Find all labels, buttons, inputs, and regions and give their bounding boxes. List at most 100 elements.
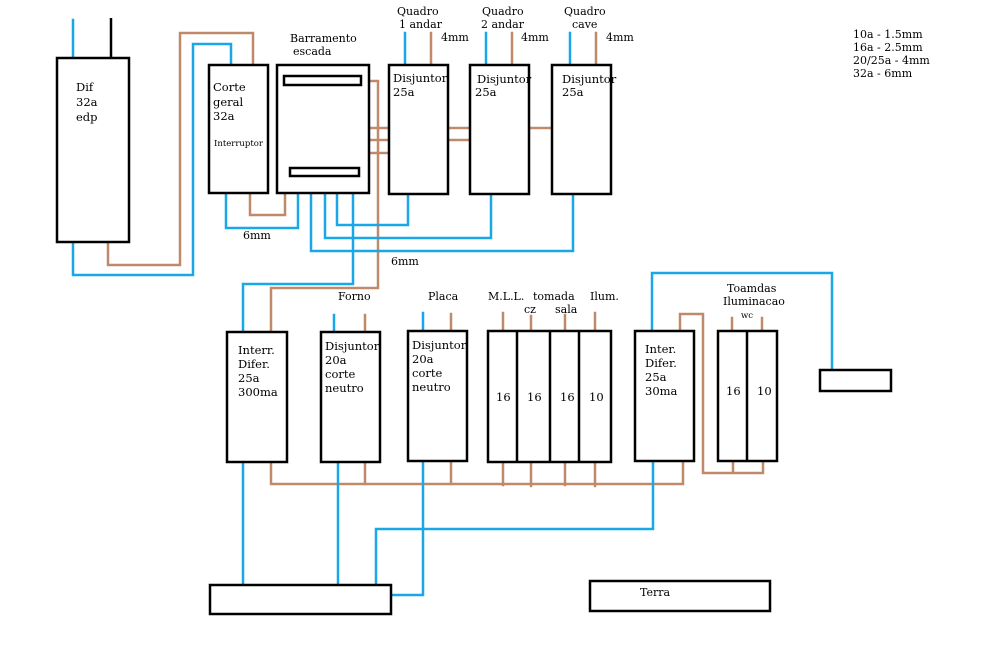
q2-title-2: 2 andar <box>481 18 525 31</box>
dif-to-corte-neutral-wire <box>71 42 233 277</box>
q2-body-2: 25a <box>475 85 497 99</box>
diff30-line-1: Inter. <box>645 342 676 356</box>
diff300-line-2: Difer. <box>238 357 270 371</box>
dif-line-1: Dif <box>76 80 94 94</box>
wc-title-2: Iluminacao <box>723 295 785 308</box>
bus-to-diff300-neutral <box>241 173 355 334</box>
diff30-to-aux-neutral <box>650 271 834 372</box>
q2-body-1: Disjuntor <box>477 72 532 86</box>
q1-title-1: Quadro <box>397 5 439 18</box>
circuit-values: 16 16 16 10 <box>496 390 604 404</box>
aux-box <box>818 368 893 393</box>
circuit-label-ilum: Ilum. <box>590 290 619 303</box>
circuit-value: 10 <box>589 390 604 404</box>
corte-to-bus-neutral-wire <box>224 173 300 230</box>
diff30-line-2: Difer. <box>645 356 677 370</box>
neutral-busbar <box>288 166 361 178</box>
forno-line-4: neutro <box>325 381 364 395</box>
placa-neutral-down <box>389 460 425 597</box>
dif-line-3: edp <box>76 110 98 124</box>
quadro-2-andar-box <box>468 63 531 196</box>
legend-item: 20/25a - 4mm <box>853 54 930 67</box>
bottom-phase-taps <box>363 460 597 488</box>
wc-labels: Toamdas Iluminacao wc 16 10 <box>723 282 785 398</box>
diff30-line-3: 25a <box>645 370 667 384</box>
corte-geral-box <box>207 63 270 195</box>
q1-title-2: 1 andar <box>399 18 443 31</box>
circuit-label-sala: sala <box>555 303 578 316</box>
diff30-to-wc-phase <box>678 312 765 475</box>
wire-size-6mm-label-2: 6mm <box>391 255 419 268</box>
placa-line-1: Disjuntor <box>412 338 467 352</box>
placa-body: Disjuntor 20a corte neutro <box>412 338 467 394</box>
cave-title-1: Quadro <box>564 5 606 18</box>
q1-body-1: Disjuntor <box>393 71 448 85</box>
inter-difer-30-label: Inter. Difer. 25a 30ma <box>645 342 678 398</box>
placa-title: Placa <box>428 290 459 303</box>
corte-sub: Interruptor <box>214 139 264 149</box>
diff300-line-4: 300ma <box>238 385 278 399</box>
terra-label: Terra <box>640 586 671 599</box>
placa-line-2: 20a <box>412 352 434 366</box>
dif-label: Dif 32a edp <box>76 80 98 124</box>
barramento-label: Barramento escada <box>290 32 357 58</box>
bus-to-q1-neutral <box>335 173 410 227</box>
corte-line-2: geral <box>213 95 244 109</box>
quadro-1-labels: Quadro 1 andar 4mm Disjuntor 25a <box>393 5 469 99</box>
neutral-bar-box <box>208 583 393 616</box>
wc-value: 16 <box>726 384 741 398</box>
interr-difer-300-label: Interr. Difer. 25a 300ma <box>238 343 278 399</box>
diff30-line-4: 30ma <box>645 384 678 398</box>
corte-line-3: 32a <box>213 109 235 123</box>
cave-title-2: cave <box>572 18 597 31</box>
circuit-value: 16 <box>560 390 575 404</box>
placa-line-3: corte <box>412 366 442 380</box>
bus-to-cave-neutral <box>309 173 575 253</box>
wires <box>71 18 834 597</box>
dif-line-2: 32a <box>76 95 98 109</box>
corte-line-1: Corte <box>213 80 246 94</box>
circuit-dividers <box>515 331 581 462</box>
inter-difer-30ma-box <box>633 329 696 463</box>
cave-wire: 4mm <box>606 31 634 44</box>
dif-to-corte-phase-wire <box>106 31 255 267</box>
diff30-neutral-down <box>374 460 655 587</box>
circuit-value: 16 <box>527 390 542 404</box>
circuit-label-mll: M.L.L. <box>488 290 524 303</box>
circuit-label-tomada: tomada <box>533 290 575 303</box>
placa-box <box>406 329 469 463</box>
placa-line-4: neutro <box>412 380 451 394</box>
quadro-cave-box <box>550 63 613 196</box>
bus-to-q2-neutral <box>323 173 493 240</box>
barramento-line-1: Barramento <box>290 32 357 45</box>
legend-item: 16a - 2.5mm <box>853 41 923 54</box>
forno-line-3: corte <box>325 367 355 381</box>
circuit-label-cz: cz <box>524 303 536 316</box>
corte-geral-label: Corte geral 32a Interruptor <box>213 80 264 149</box>
forno-line-1: Disjuntor <box>325 339 380 353</box>
legend: 10a - 1.5mm 16a - 2.5mm 20/25a - 4mm 32a… <box>853 28 930 80</box>
interr-difer-300ma-box <box>225 330 289 464</box>
terra-box <box>588 579 772 613</box>
quadro-1-andar-box <box>387 63 450 196</box>
legend-item: 32a - 6mm <box>853 67 913 80</box>
wc-title-1: Toamdas <box>727 282 777 295</box>
bottom-phase-bus <box>269 460 685 486</box>
wc-title-3: wc <box>741 311 753 321</box>
wc-value: 10 <box>757 384 772 398</box>
bus-to-diff300-phase <box>269 79 380 334</box>
q2-title-1: Quadro <box>482 5 524 18</box>
circuit-labels: M.L.L. tomada cz sala Ilum. <box>488 290 619 316</box>
legend-item: 10a - 1.5mm <box>853 28 923 41</box>
diff300-line-1: Interr. <box>238 343 275 357</box>
diff300-line-3: 25a <box>238 371 260 385</box>
q1-wire: 4mm <box>441 31 469 44</box>
quadro-cave-labels: Quadro cave 4mm Disjuntor 25a <box>562 5 634 99</box>
cave-body-1: Disjuntor <box>562 72 617 86</box>
q2-wire: 4mm <box>521 31 549 44</box>
dif-32a-edp-box <box>55 56 131 244</box>
cave-body-2: 25a <box>562 85 584 99</box>
barramento-line-2: escada <box>293 45 332 58</box>
forno-line-2: 20a <box>325 353 347 367</box>
